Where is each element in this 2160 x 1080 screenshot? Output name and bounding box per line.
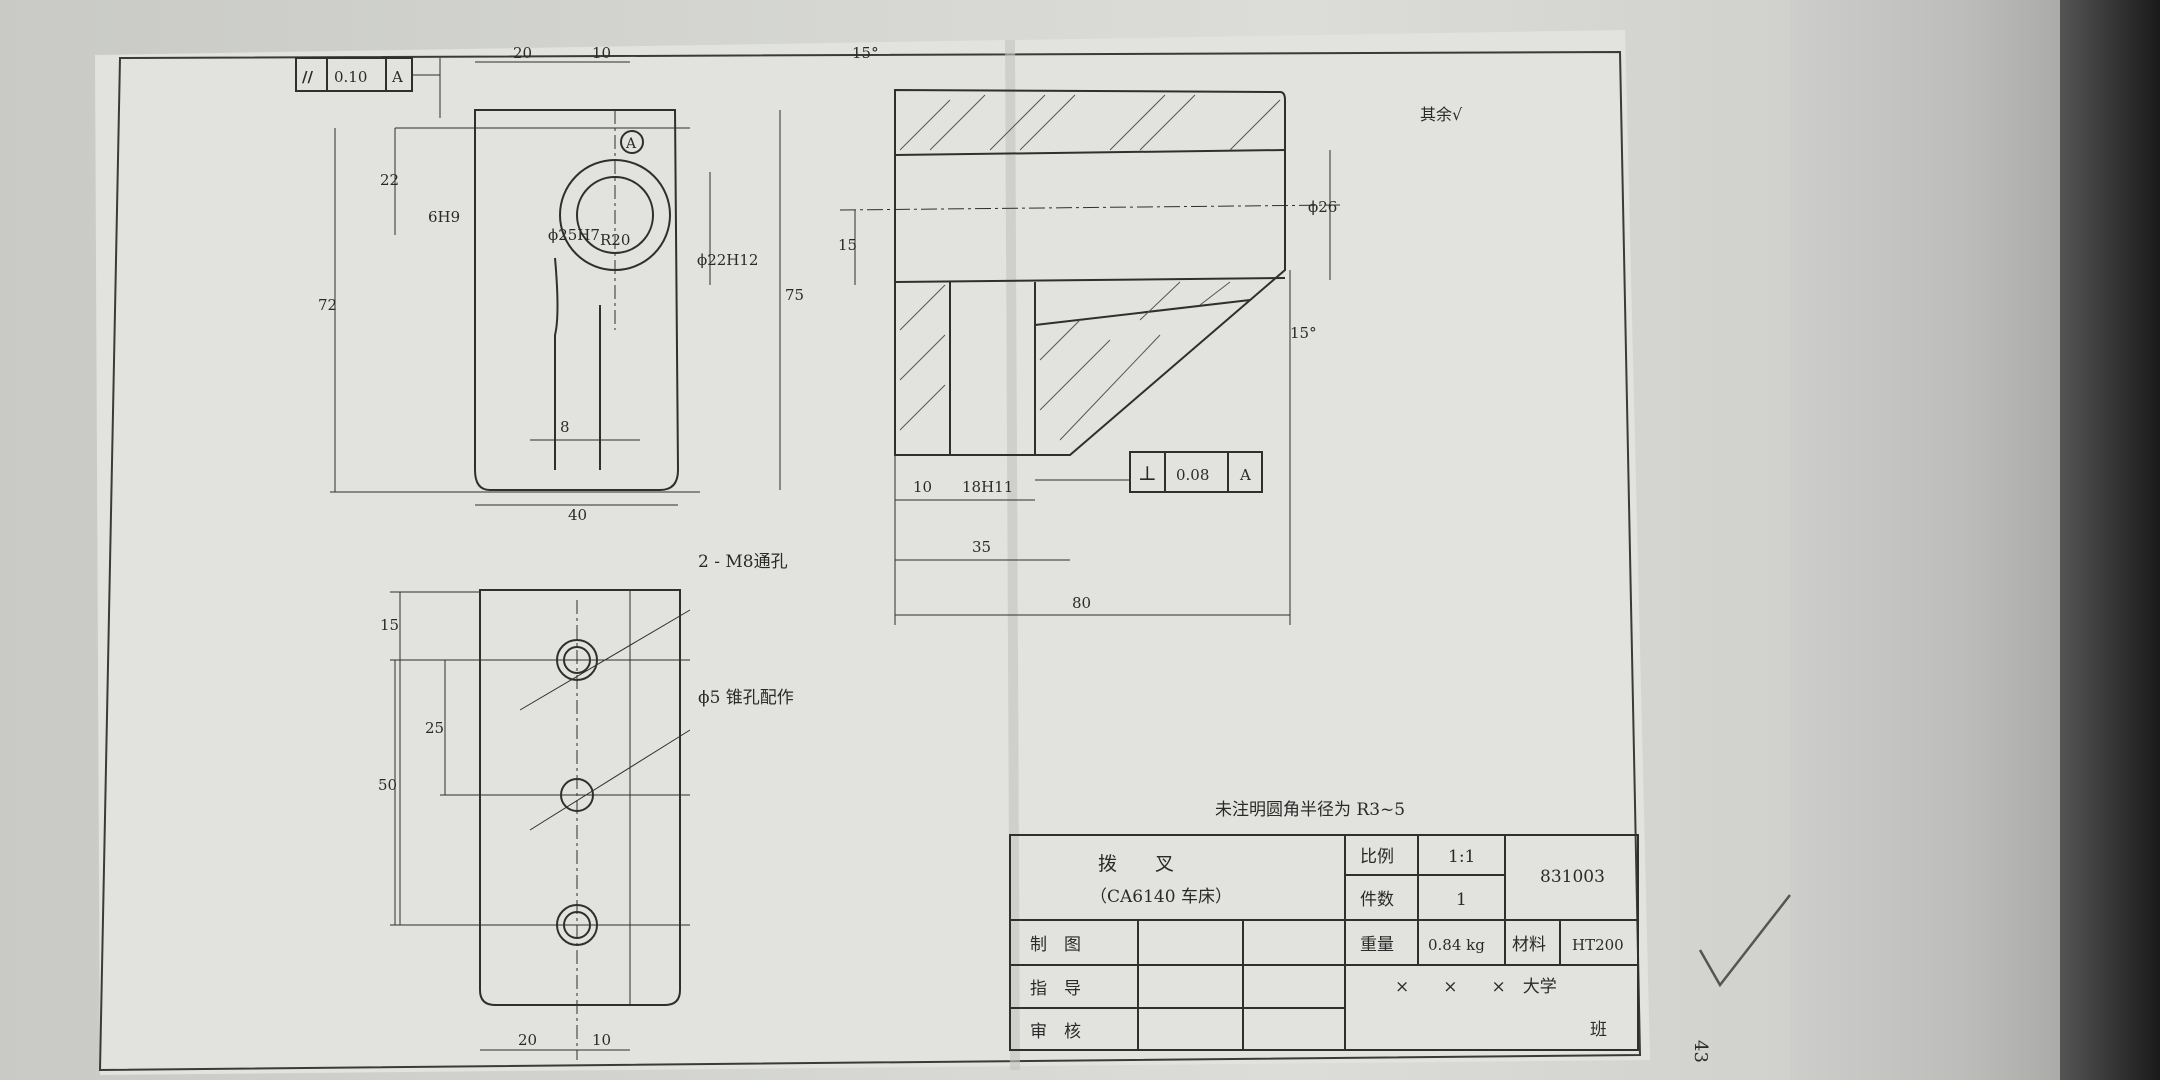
class-label: 班: [1590, 1020, 1607, 1040]
table-edge: [2060, 0, 2160, 1080]
material-value: HT200: [1572, 936, 1624, 954]
part-name: 拨 叉: [1098, 853, 1174, 875]
back-page: [1790, 0, 2070, 1080]
dim-w-18H11: 18H11: [962, 478, 1013, 496]
part-sub: （CA6140 车床）: [1090, 887, 1232, 907]
gdt-frame-top: [295, 57, 441, 118]
material-label: 材料: [1512, 935, 1546, 955]
dim-b-50: 50: [378, 776, 397, 794]
section-view-dims: ϕ26 15 10 18H11 35 80: [838, 198, 1337, 612]
title-block: [1009, 834, 1639, 1051]
dim-dia-26: ϕ26: [1308, 198, 1337, 216]
gdt-top-value: 0.10: [334, 68, 367, 86]
weight-value: 0.84 kg: [1428, 936, 1485, 954]
gdt-bottom-value: 0.08: [1176, 466, 1209, 484]
dim-b-25: 25: [425, 719, 444, 737]
dim-75: 75: [785, 286, 804, 304]
dim-slot-8: 8: [560, 418, 570, 436]
dim-w-10: 10: [913, 478, 932, 496]
dim-b-20: 20: [518, 1031, 537, 1049]
gdt-frame-bottom: [1035, 451, 1263, 493]
pencil-check: [1698, 894, 1791, 988]
bottom-view: [390, 589, 691, 1060]
note-top-right: 其余√: [1420, 105, 1463, 124]
front-view: [330, 58, 781, 506]
weight-label: 重量: [1360, 935, 1394, 955]
scale-value: 1:1: [1448, 847, 1475, 867]
dim-h-15: 15: [838, 236, 857, 254]
dim-top-10: 10: [592, 44, 611, 62]
dim-w-35: 35: [972, 538, 991, 556]
dim-22: 22: [380, 171, 399, 189]
bottom-view-dims: 15 25 50 20 10: [378, 616, 611, 1049]
fillet-note: 未注明圆角半径为 R3~5: [1215, 800, 1405, 820]
hole-callout-2: ϕ5 锥孔配作: [698, 688, 794, 708]
drawn-label: 制 图: [1030, 935, 1081, 955]
dim-6H9: 6H9: [428, 208, 460, 226]
gdt-bottom-text: ⊥ 0.08 A: [1138, 461, 1251, 485]
dim-width-40: 40: [568, 506, 587, 524]
dim-w-80: 80: [1072, 594, 1091, 612]
gdt-bottom-datum: A: [1239, 466, 1251, 484]
page-fold: [1005, 39, 1020, 1071]
qty-label: 件数: [1360, 890, 1394, 910]
datum-marker-label: A: [625, 136, 637, 152]
drawing-no: 831003: [1540, 867, 1605, 887]
dim-bore: ϕ25H7: [548, 226, 600, 244]
review-label: 审 核: [1030, 1022, 1081, 1042]
qty-value: 1: [1456, 890, 1467, 910]
dim-dia-22: ϕ22H12: [697, 251, 758, 269]
page-number: 43: [1690, 1040, 1711, 1063]
section-view: [839, 88, 1341, 625]
gdt-bottom-symbol: ⊥: [1138, 461, 1157, 485]
drawing-border: [98, 50, 1642, 1072]
dim-b-10: 10: [592, 1031, 611, 1049]
scale-label: 比例: [1360, 847, 1394, 867]
dim-radius: R20: [600, 231, 630, 249]
dim-top-20: 20: [513, 44, 532, 62]
dim-72: 72: [318, 296, 337, 314]
dim-b-15: 15: [380, 616, 399, 634]
angle-right: 15°: [1290, 324, 1317, 342]
gdt-top-symbol: //: [302, 68, 313, 86]
gdt-top-datum: A: [391, 68, 403, 86]
datum-marker: [620, 130, 644, 154]
front-view-dims: 20 10 22 6H9 72 75 ϕ25H7 R20 ϕ22H12 8 40: [318, 44, 804, 524]
hole-callout-1: 2 - M8通孔: [698, 552, 788, 572]
school-name: × × × 大学: [1395, 977, 1557, 997]
guide-label: 指 导: [1030, 979, 1081, 999]
gdt-top-text: // 0.10 A: [302, 68, 403, 86]
title-block-text: 拨 叉 （CA6140 车床） 比例 1:1 831003 件数 1 重量 0.…: [1030, 847, 1624, 1042]
paper-sheet: [95, 30, 1650, 1075]
angle-top: 15°: [852, 44, 879, 62]
